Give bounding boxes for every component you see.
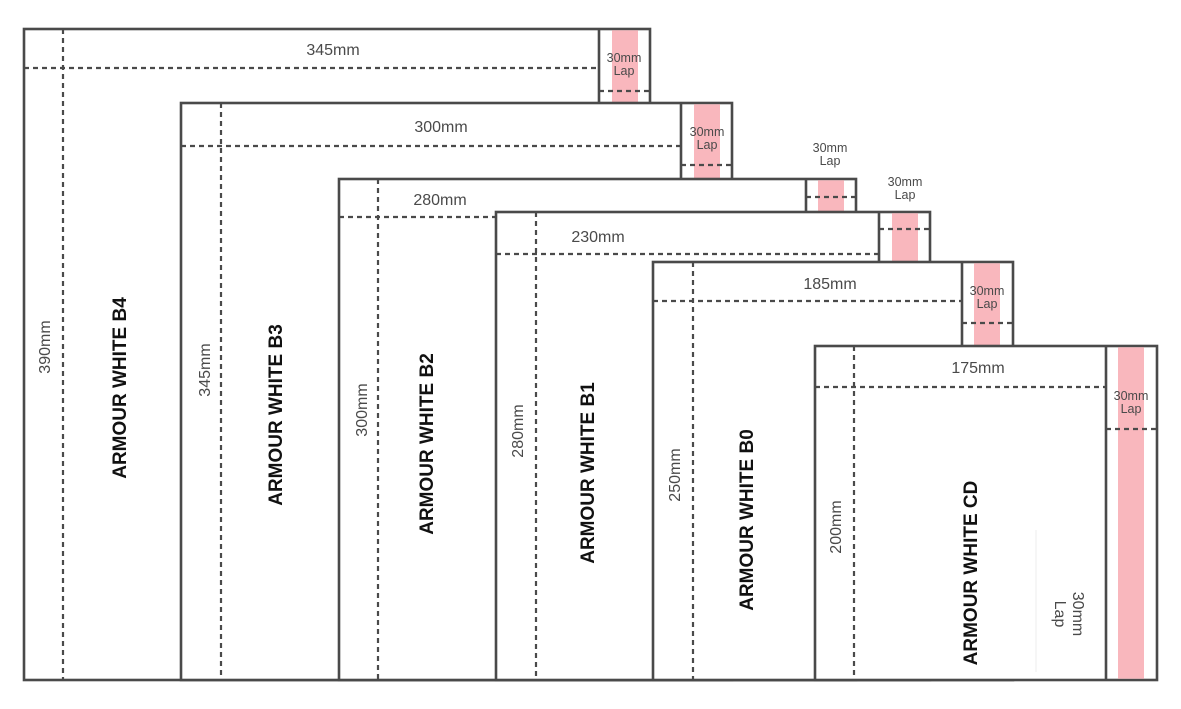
armour-white-b0-lap-label-top: 30mm bbox=[970, 284, 1005, 298]
armour-white-b4-height-label: 390mm bbox=[37, 320, 54, 373]
armour-white-b2-height-label: 300mm bbox=[354, 383, 371, 436]
side-lap-label-bottom: Lap bbox=[1051, 601, 1068, 628]
armour-white-cd-lap-strip bbox=[1118, 347, 1144, 679]
armour-white-b2-name-label: ARMOUR WHITE B2 bbox=[417, 353, 438, 535]
armour-white-b4-width-label: 345mm bbox=[306, 42, 359, 59]
armour-white-b4-lap-label-bottom: Lap bbox=[614, 64, 635, 78]
armour-white-cd-width-label: 175mm bbox=[951, 360, 1004, 377]
armour-white-b3-height-label: 345mm bbox=[197, 343, 214, 396]
side-lap-label-top: 30mm bbox=[1069, 592, 1086, 636]
armour-white-cd-name-label: ARMOUR WHITE CD bbox=[961, 481, 982, 666]
armour-white-b0-width-label: 185mm bbox=[803, 276, 856, 293]
armour-white-b3-lap-label-bottom: Lap bbox=[697, 138, 718, 152]
armour-white-b2-width-label: 280mm bbox=[413, 192, 466, 209]
armour-white-b4-name-label: ARMOUR WHITE B4 bbox=[110, 297, 131, 479]
armour-white-b0-name-label: ARMOUR WHITE B0 bbox=[737, 429, 758, 611]
armour-white-b2-lap-label-top: 30mm bbox=[813, 141, 848, 155]
armour-white-b1-name-label: ARMOUR WHITE B1 bbox=[578, 382, 599, 564]
armour-white-b1-lap-label-bottom: Lap bbox=[895, 188, 916, 202]
armour-white-b1-height-label: 280mm bbox=[510, 404, 527, 457]
armour-white-b3-width-label: 300mm bbox=[414, 119, 467, 136]
armour-white-b1-lap-label-top: 30mm bbox=[888, 175, 923, 189]
armour-white-b3-lap-label-top: 30mm bbox=[690, 125, 725, 139]
armour-white-cd-lap-label-bottom: Lap bbox=[1121, 402, 1142, 416]
armour-white-b3-name-label: ARMOUR WHITE B3 bbox=[266, 324, 287, 506]
armour-white-cd-height-label: 200mm bbox=[828, 500, 845, 553]
armour-white-b4-lap-label-top: 30mm bbox=[607, 51, 642, 65]
armour-white-b0-height-label: 250mm bbox=[667, 448, 684, 501]
armour-white-cd-outline bbox=[813, 344, 1159, 682]
armour-white-b2-lap-label-bottom: Lap bbox=[820, 154, 841, 168]
armour-white-b0-lap-label-bottom: Lap bbox=[977, 297, 998, 311]
armour-white-cd-lap-label-top: 30mm bbox=[1114, 389, 1149, 403]
armour-white-b1-width-label: 230mm bbox=[571, 229, 624, 246]
